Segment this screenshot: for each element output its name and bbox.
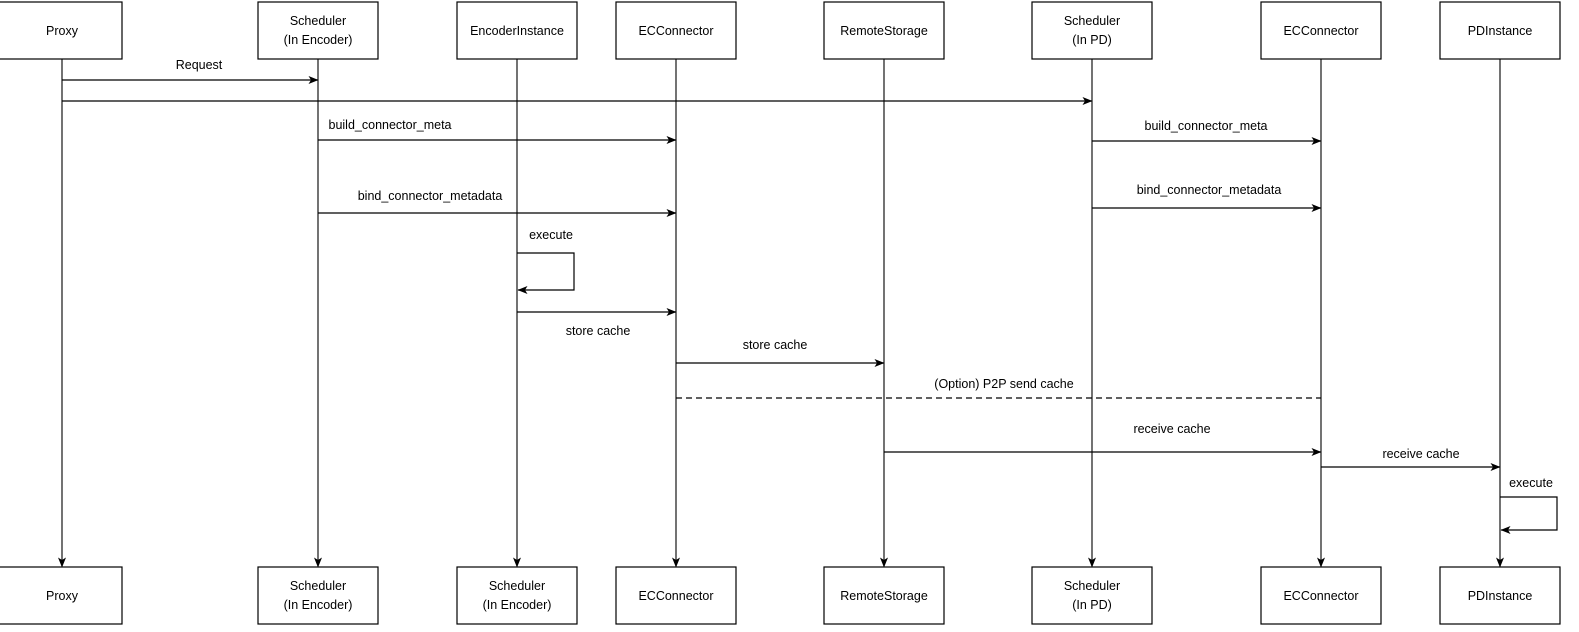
participant-label-line1: Proxy <box>46 24 79 38</box>
message-label: receive cache <box>1382 447 1459 461</box>
self-message-label: execute <box>1509 476 1553 490</box>
message-m6[interactable]: bind_connector_metadata <box>1092 183 1322 212</box>
participant-box-sched_encoder-bottom[interactable]: Scheduler (In Encoder) <box>257 566 379 625</box>
participant-label-line1: RemoteStorage <box>840 589 928 603</box>
participant-label-line2: (In Encoder) <box>284 33 353 47</box>
message-label: store cache <box>743 338 808 352</box>
bottom-participant-boxes: Proxy Scheduler (In Encoder) Scheduler (In E… <box>0 566 1561 625</box>
participant-label-line1: Scheduler <box>489 579 545 593</box>
participant-label-line1: ECConnector <box>638 24 713 38</box>
participant-box-encoder_inst-bottom[interactable]: Scheduler (In Encoder) <box>456 566 578 625</box>
participant-label-line1: Scheduler <box>290 579 346 593</box>
message-m8[interactable]: store cache <box>676 338 885 367</box>
participant-label-line1: ECConnector <box>1283 589 1358 603</box>
message-label: build_connector_meta <box>1145 119 1268 133</box>
top-participant-boxes: Proxy Scheduler (In Encoder) EncoderInstanc… <box>0 1 1561 60</box>
message-m4[interactable]: build_connector_meta <box>1092 119 1322 145</box>
message-label: (Option) P2P send cache <box>934 377 1073 391</box>
participant-label-line1: RemoteStorage <box>840 24 928 38</box>
participant-label-line1: Scheduler <box>290 14 346 28</box>
self-message-path <box>1500 496 1558 534</box>
participant-box-ecconnector_2-bottom[interactable]: ECConnector <box>1260 566 1382 625</box>
message-m1[interactable]: Request <box>62 58 319 84</box>
participant-label-line1: PDInstance <box>1468 589 1533 603</box>
participant-label-line2: (In PD) <box>1072 33 1112 47</box>
participant-label-line1: ECConnector <box>1283 24 1358 38</box>
message-m7[interactable]: store cache <box>517 308 677 338</box>
message-label: build_connector_meta <box>329 118 452 132</box>
participant-label-line1: Proxy <box>46 589 79 603</box>
self-message-label: execute <box>529 228 573 242</box>
participant-box-sched_pd-top[interactable]: Scheduler (In PD) <box>1031 1 1153 60</box>
message-label: Request <box>176 58 223 72</box>
participant-label-line1: ECConnector <box>638 589 713 603</box>
message-label: bind_connector_metadata <box>1137 183 1282 197</box>
lifelines-group <box>58 59 1504 568</box>
message-label: bind_connector_metadata <box>358 189 503 203</box>
participant-label-line1: Scheduler <box>1064 14 1120 28</box>
participant-label-line2: (In Encoder) <box>483 598 552 612</box>
participant-box-pdinstance-top[interactable]: PDInstance <box>1439 1 1561 60</box>
participant-box-ecconnector_1-top[interactable]: ECConnector <box>615 1 737 60</box>
messages-group: Request build_connector_meta build_connect… <box>62 58 1501 471</box>
self-messages-group: execute execute <box>517 228 1558 534</box>
participant-box-ecconnector_1-bottom[interactable]: ECConnector <box>615 566 737 625</box>
participant-label-line2: (In Encoder) <box>284 598 353 612</box>
message-label: store cache <box>566 324 631 338</box>
self-message-s2[interactable]: execute <box>1500 476 1558 534</box>
message-m11[interactable]: receive cache <box>1321 447 1501 471</box>
participant-box-sched_pd-bottom[interactable]: Scheduler (In PD) <box>1031 566 1153 625</box>
participant-label-line1: PDInstance <box>1468 24 1533 38</box>
participant-box-pdinstance-bottom[interactable]: PDInstance <box>1439 566 1561 625</box>
self-message-path <box>517 252 575 294</box>
participant-box-remotestorage-bottom[interactable]: RemoteStorage <box>823 566 945 625</box>
participant-label-line2: (In PD) <box>1072 598 1112 612</box>
participant-box-sched_encoder-top[interactable]: Scheduler (In Encoder) <box>257 1 379 60</box>
participant-box-proxy-top[interactable]: Proxy <box>0 1 123 60</box>
participant-label-line1: EncoderInstance <box>470 24 564 38</box>
participant-box-remotestorage-top[interactable]: RemoteStorage <box>823 1 945 60</box>
message-m10[interactable]: receive cache <box>884 422 1322 456</box>
participant-box-ecconnector_2-top[interactable]: ECConnector <box>1260 1 1382 60</box>
message-m9[interactable]: (Option) P2P send cache <box>676 377 1321 399</box>
participant-label-line1: Scheduler <box>1064 579 1120 593</box>
message-label: receive cache <box>1133 422 1210 436</box>
participant-box-proxy-bottom[interactable]: Proxy <box>0 566 123 625</box>
message-m3[interactable]: build_connector_meta <box>318 118 677 144</box>
self-message-s1[interactable]: execute <box>517 228 575 294</box>
message-m5[interactable]: bind_connector_metadata <box>318 189 677 217</box>
participant-box-encoder_inst-top[interactable]: EncoderInstance <box>456 1 578 60</box>
